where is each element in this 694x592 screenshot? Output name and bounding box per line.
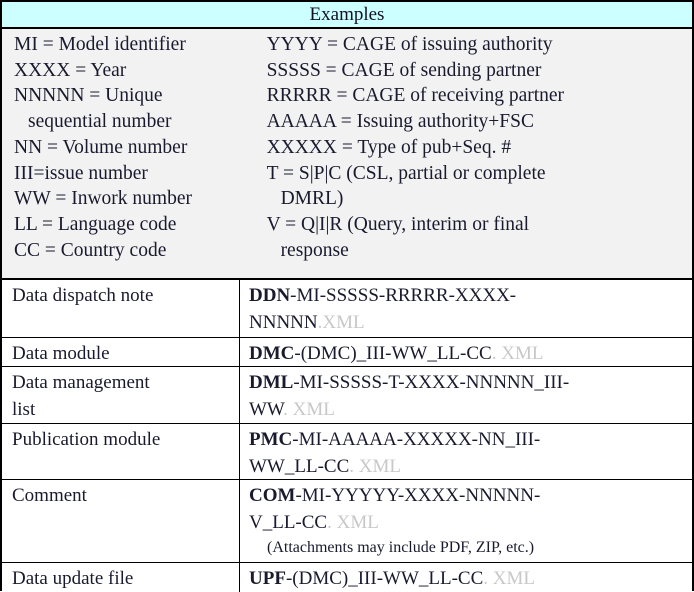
code-prefix: PMC — [249, 429, 293, 450]
table-body: Data dispatch note DDN-MI-SSSSS-RRRRR-XXX… — [2, 280, 692, 592]
legend-right-line: DMRL) — [280, 188, 344, 210]
code-body: -MI-SSSSS-RRRRR-XXXX- — [290, 285, 517, 306]
code-line: PMC-MI-AAAAA-XXXXX-NN_III- — [249, 426, 692, 453]
code-body: -MI-AAAAA-XXXXX-NN_III- — [292, 429, 541, 450]
code-line: V_LL-CC. XML — [249, 509, 692, 536]
code-body: NNNNN — [249, 312, 318, 333]
table-row: Data update file UPF-(DMC)_III-WW_LL-CC. … — [2, 563, 692, 592]
code-line: WW. XML — [249, 396, 692, 423]
code-extension: . XML — [483, 568, 536, 589]
table-row: Data management list DML-MI-SSSSS-T-XXXX-N… — [2, 367, 692, 424]
code-extension: . XML — [491, 343, 544, 364]
row-label: Publication module — [2, 424, 240, 479]
table-header: Examples — [2, 2, 692, 29]
code-prefix: DDN — [249, 285, 291, 306]
code-body: -(DMC)_III-WW_LL-CC — [294, 343, 492, 364]
code-line: WW_LL-CC. XML — [249, 453, 692, 480]
legend-left-line: LL = Language code — [14, 213, 177, 235]
legend-right-line: T = S|P|C (CSL, partial or complete — [266, 162, 546, 184]
code-line: UPF-(DMC)_III-WW_LL-CC. XML — [249, 565, 692, 592]
row-code: COM-MI-YYYYY-XXXX-NNNNN-V_LL-CC. XML(Att… — [240, 480, 692, 562]
legend-right-line: SSSSS = CAGE of sending partner — [266, 59, 542, 81]
legend-left-line: MI = Model identifier — [14, 34, 186, 55]
code-body: WW — [249, 399, 284, 420]
code-extension: . XML — [283, 399, 335, 420]
legend-left-line: WW = Inwork number — [14, 188, 192, 210]
code-body: V_LL-CC — [249, 512, 328, 533]
legend-right-line: response — [280, 239, 349, 261]
code-prefix: DMC — [249, 343, 295, 364]
row-label-line: list — [12, 399, 36, 420]
code-body: -(DMC)_III-WW_LL-CC — [285, 568, 484, 589]
row-label: Data dispatch note — [2, 280, 240, 337]
row-code: PMC-MI-AAAAA-XXXXX-NN_III-WW_LL-CC. XML — [240, 424, 692, 479]
legend-left-line: III=issue number — [14, 162, 148, 184]
code-extension: . XML — [349, 456, 401, 477]
code-line: NNNNN.XML — [249, 309, 692, 336]
row-code: DML-MI-SSSSS-T-XXXX-NNNNN_III-WW. XML — [240, 367, 692, 423]
code-extension: .XML — [317, 312, 365, 333]
legend-right-line: AAAAA = Issuing authority+FSC — [266, 111, 534, 133]
table-row: Data dispatch note DDN-MI-SSSSS-RRRRR-XXX… — [2, 280, 692, 338]
code-prefix: COM — [249, 485, 296, 506]
row-label: Data update file — [2, 563, 240, 592]
legend-left-line: NN = Volume number — [14, 136, 188, 158]
code-line: DDN-MI-SSSSS-RRRRR-XXXX- — [249, 282, 692, 309]
code-prefix: UPF — [249, 568, 286, 589]
legend-left-line: CC = Country code — [14, 239, 167, 261]
code-line: COM-MI-YYYYY-XXXX-NNNNN- — [249, 482, 692, 509]
legend-right-line: YYYY = CAGE of issuing authority — [266, 34, 553, 55]
row-note: (Attachments may include PDF, ZIP, etc.) — [267, 539, 535, 556]
code-body: -MI-YYYYY-XXXX-NNNNN- — [295, 485, 541, 506]
code-extension: . XML — [327, 512, 379, 533]
row-label: Data module — [2, 338, 240, 366]
row-label: Data management list — [2, 367, 240, 423]
row-code: UPF-(DMC)_III-WW_LL-CC. XML — [240, 563, 692, 592]
code-line: DMC-(DMC)_III-WW_LL-CC. XML — [249, 340, 692, 367]
row-label: Comment — [2, 480, 240, 562]
legend-right-line: RRRRR = CAGE of receiving partner — [266, 85, 565, 107]
legend-left-line: NNNNN = Unique — [14, 85, 163, 107]
table-row: Data module DMC-(DMC)_III-WW_LL-CC. XML — [2, 338, 692, 367]
legend-right-line: XXXXX = Type of pub+Seq. # — [266, 136, 512, 158]
legend-left-line: XXXX = Year — [14, 59, 127, 81]
legend-right-line: V = Q|I|R (Query, interim or final — [266, 213, 530, 235]
code-prefix: DML — [249, 372, 294, 393]
row-label-line: Data management — [12, 372, 150, 393]
code-body: WW_LL-CC — [249, 456, 350, 477]
row-code: DMC-(DMC)_III-WW_LL-CC. XML — [240, 338, 692, 366]
row-code: DDN-MI-SSSSS-RRRRR-XXXX-NNNNN.XML — [240, 280, 692, 337]
page-title: Examples — [309, 4, 385, 25]
code-body: -MI-SSSSS-T-XXXX-NNNNN_III- — [293, 372, 570, 393]
legend-left-line: sequential number — [28, 111, 172, 133]
code-line: DML-MI-SSSSS-T-XXXX-NNNNN_III- — [249, 369, 692, 396]
table-row: Publication module PMC-MI-AAAAA-XXXXX-NN_… — [2, 424, 692, 480]
